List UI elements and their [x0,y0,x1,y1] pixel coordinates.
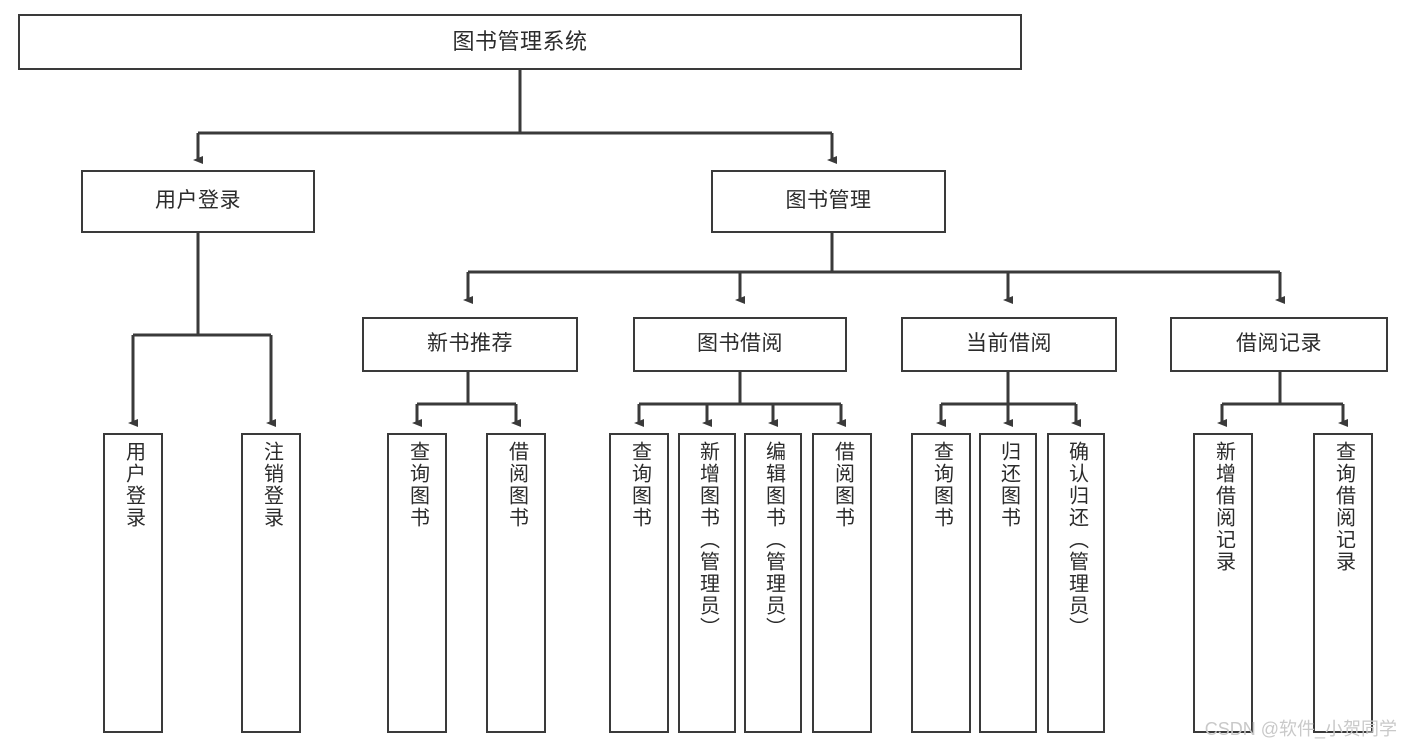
node-label: 借阅记录 [1236,332,1322,356]
node-label: 新增图书（管理员） [696,441,719,639]
node-label: 查询图书 [628,441,651,529]
node-label: 图书借阅 [697,332,783,356]
csdn-watermark: CSDN @软件_小贺同学 [1204,719,1397,739]
node-label: 查询借阅记录 [1332,441,1355,573]
leaf-query-book-recommend[interactable]: 查询图书 [387,433,447,733]
node-label: 编辑图书（管理员） [762,441,785,639]
leaf-query-book-current[interactable]: 查询图书 [911,433,971,733]
node-book-management[interactable]: 图书管理 [711,170,946,233]
node-label: 图书管理系统 [452,29,588,55]
node-book-borrow[interactable]: 图书借阅 [633,317,847,372]
node-label: 图书管理 [785,189,872,213]
leaf-logout[interactable]: 注销登录 [241,433,301,733]
leaf-query-borrow-record[interactable]: 查询借阅记录 [1313,433,1373,733]
node-label: 查询图书 [406,441,429,529]
node-label: 当前借阅 [966,332,1052,356]
node-label: 借阅图书 [831,441,854,529]
leaf-user-login[interactable]: 用户登录 [103,433,163,733]
node-user-login[interactable]: 用户登录 [81,170,315,233]
node-label: 注销登录 [260,441,283,529]
leaf-borrow-book[interactable]: 借阅图书 [812,433,872,733]
leaf-edit-book-admin[interactable]: 编辑图书（管理员） [744,433,802,733]
leaf-query-book-borrow[interactable]: 查询图书 [609,433,669,733]
leaf-add-book-admin[interactable]: 新增图书（管理员） [678,433,736,733]
node-borrow-records[interactable]: 借阅记录 [1170,317,1388,372]
node-label: 确认归还（管理员） [1065,441,1088,639]
node-new-book-recommend[interactable]: 新书推荐 [362,317,578,372]
node-label: 归还图书 [997,441,1020,529]
node-label: 借阅图书 [505,441,528,529]
leaf-confirm-return-admin[interactable]: 确认归还（管理员） [1047,433,1105,733]
node-label: 新增借阅记录 [1212,441,1235,573]
node-label: 用户登录 [122,441,145,529]
leaf-return-book[interactable]: 归还图书 [979,433,1037,733]
node-label: 用户登录 [155,189,241,213]
leaf-borrow-book-recommend[interactable]: 借阅图书 [486,433,546,733]
leaf-add-borrow-record[interactable]: 新增借阅记录 [1193,433,1253,733]
node-root-system[interactable]: 图书管理系统 [18,14,1022,70]
node-current-borrow[interactable]: 当前借阅 [901,317,1117,372]
node-label: 查询图书 [930,441,953,529]
node-label: 新书推荐 [427,332,513,356]
